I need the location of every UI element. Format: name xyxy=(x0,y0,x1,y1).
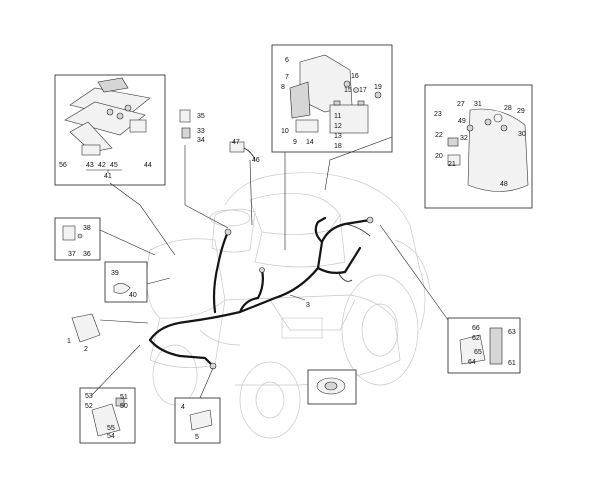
callout-33: 33 xyxy=(197,128,205,135)
callout-21: 21 xyxy=(448,161,456,168)
callout-5: 5 xyxy=(195,434,199,441)
callout-14: 14 xyxy=(306,139,314,146)
callout-4: 4 xyxy=(181,404,185,411)
callout-35: 35 xyxy=(197,113,205,120)
switch-4-5-box: 4 5 xyxy=(174,397,221,444)
callout-64: 64 xyxy=(468,359,476,366)
dashboard-panel-detail-box: 56 43 42 45 44 41 xyxy=(54,74,166,186)
rear-electrics-detail-box: 23 27 31 28 29 49 22 32 30 20 21 48 xyxy=(424,84,533,209)
callout-45: 45 xyxy=(110,162,118,169)
callout-34: 34 xyxy=(197,137,205,144)
dashboard-panel-drawing xyxy=(64,77,151,156)
callout-66: 66 xyxy=(472,325,480,332)
callout-62: 62 xyxy=(472,335,480,342)
callout-1: 1 xyxy=(67,338,71,345)
relay-36-38-box: 38 37 36 xyxy=(54,217,101,261)
rear-electrics-drawing xyxy=(447,108,529,192)
callout-10: 10 xyxy=(281,128,289,135)
bracket-1-2-group: 1 2 xyxy=(67,313,101,353)
callout-11: 11 xyxy=(334,113,341,120)
callout-12: 12 xyxy=(334,123,342,130)
callout-44: 44 xyxy=(144,162,152,169)
callout-51: 51 xyxy=(120,394,128,401)
battery-detail-box: 6 7 8 10 9 14 16 15 17 19 11 12 13 18 xyxy=(271,44,393,153)
sensor-39-40-box: 39 40 xyxy=(104,261,148,303)
callout-42: 42 xyxy=(98,162,106,169)
callout-37: 37 xyxy=(68,251,76,258)
callout-39: 39 xyxy=(111,270,119,277)
callout-2: 2 xyxy=(84,346,88,353)
battery-drawing xyxy=(289,54,382,134)
callout-36: 36 xyxy=(83,251,91,258)
callout-41: 41 xyxy=(104,173,112,180)
lamp-50-55-box: 53 52 51 50 55 54 xyxy=(79,387,136,444)
callout-47: 47 xyxy=(232,139,240,146)
callout-43: 43 xyxy=(86,162,94,169)
callout-63: 63 xyxy=(508,329,516,336)
bracket-61-66-box: 66 63 62 65 64 61 xyxy=(447,317,521,374)
callout-27: 27 xyxy=(457,101,465,108)
callout-20: 20 xyxy=(435,153,443,160)
leader-lines xyxy=(91,136,449,399)
callout-3: 3 xyxy=(306,302,310,309)
callout-16: 16 xyxy=(351,73,359,80)
callout-55: 55 xyxy=(107,425,115,432)
callout-53: 53 xyxy=(85,393,93,400)
callout-13: 13 xyxy=(334,133,342,140)
callout-19: 19 xyxy=(374,84,382,91)
callout-6: 6 xyxy=(285,57,289,64)
callout-56: 56 xyxy=(59,162,67,169)
callout-22: 22 xyxy=(435,132,443,139)
callout-29: 29 xyxy=(517,108,525,115)
callout-32: 32 xyxy=(460,135,468,142)
callout-15: 15 xyxy=(344,87,352,94)
callout-28: 28 xyxy=(504,105,512,112)
callout-18: 18 xyxy=(334,143,342,150)
callout-7: 7 xyxy=(285,74,289,81)
callout-40: 40 xyxy=(129,292,137,299)
connector-46-47-group: 47 46 xyxy=(229,139,260,164)
callout-54: 54 xyxy=(107,433,115,440)
callout-23: 23 xyxy=(434,111,442,118)
callout-49: 49 xyxy=(458,118,466,125)
switch-33-35-group: 35 33 34 xyxy=(179,109,229,229)
callout-48: 48 xyxy=(500,181,508,188)
callout-17: 17 xyxy=(359,87,367,94)
callout-9: 9 xyxy=(293,139,297,146)
main-wiring-harness xyxy=(148,216,374,370)
tractor-outline xyxy=(146,172,431,439)
callout-65: 65 xyxy=(474,349,482,356)
callout-50: 50 xyxy=(120,403,128,410)
callout-52: 52 xyxy=(85,403,93,410)
callout-61: 61 xyxy=(508,360,516,367)
electric-clutch xyxy=(307,369,357,405)
callout-30: 30 xyxy=(518,131,526,138)
callout-46: 46 xyxy=(252,157,260,164)
callout-8: 8 xyxy=(281,84,285,91)
callout-38: 38 xyxy=(83,225,91,232)
callout-31: 31 xyxy=(474,101,482,108)
